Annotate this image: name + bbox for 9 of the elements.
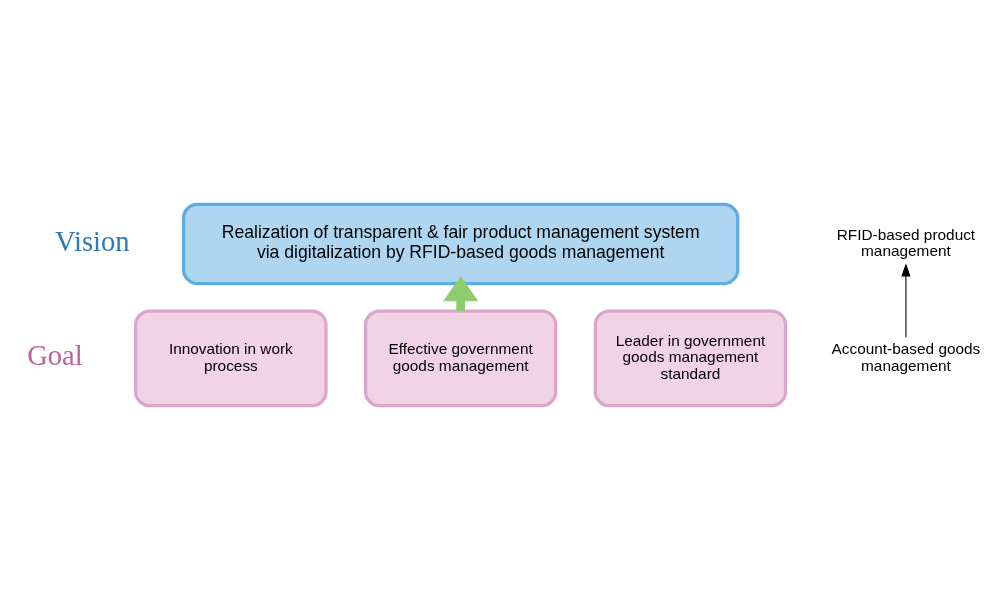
arrow xyxy=(901,262,911,338)
node-box: Innovation in work process xyxy=(134,308,328,407)
node-text: RFID-based product management xyxy=(836,225,976,259)
node-box: Leader in government goods management standard xyxy=(593,308,788,407)
node-box: Realization of transparent & fair product management system via digitalization by RFID-based goods management xyxy=(181,202,740,285)
node-box: Effective government goods management xyxy=(363,308,558,407)
label: Goal xyxy=(27,339,83,371)
node-label: Vision xyxy=(55,225,130,257)
node-text: Account-based goods management xyxy=(831,339,981,374)
